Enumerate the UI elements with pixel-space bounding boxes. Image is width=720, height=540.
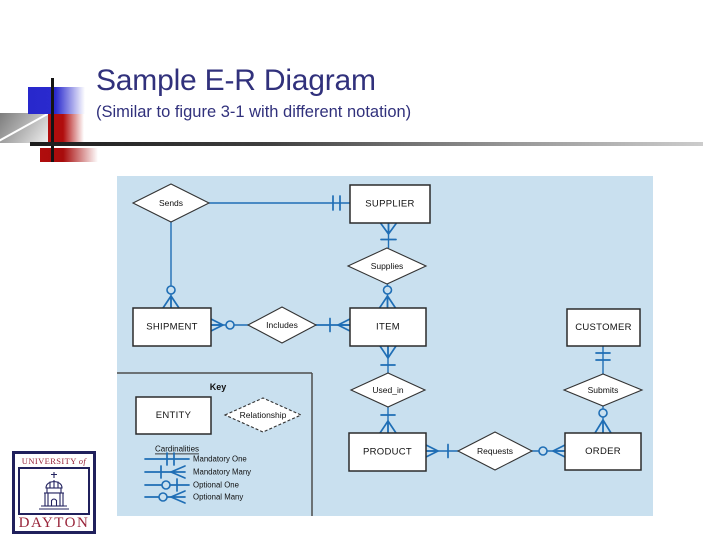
- cardinality-mandatory-one: Mandatory One: [144, 452, 247, 466]
- connector-submits-order: [594, 406, 612, 434]
- key-relationship-sample: Relationship: [223, 397, 303, 433]
- relationship-includes: Includes: [246, 306, 318, 344]
- optional-circle-icon: [158, 492, 168, 502]
- relationship-supplies: Supplies: [346, 247, 428, 285]
- crowfoot-icon: [170, 490, 186, 504]
- entity-supplier: SUPPLIER: [349, 184, 431, 224]
- entity-item: ITEM: [349, 307, 427, 347]
- svg-text:SUPPLIER: SUPPLIER: [365, 199, 414, 210]
- svg-text:Supplies: Supplies: [371, 261, 404, 271]
- decoration-gray-square: [0, 113, 48, 143]
- connector-supplier-supplies: [379, 222, 398, 248]
- connector-sends-shipment: [162, 222, 180, 309]
- svg-text:Submits: Submits: [588, 385, 619, 395]
- entity-product: PRODUCT: [348, 432, 427, 472]
- svg-text:Requests: Requests: [477, 446, 513, 456]
- connector-customer-submits: [595, 346, 611, 374]
- optional-circle-icon: [382, 285, 393, 295]
- crowfoot-icon: [425, 444, 439, 458]
- crowfoot-icon: [210, 318, 224, 332]
- cardinality-mandatory-many: Mandatory Many: [144, 465, 251, 479]
- crowfoot-icon: [170, 465, 186, 479]
- logo-emblem-frame: [18, 467, 90, 515]
- connector-item-usedin: [379, 345, 397, 373]
- svg-text:Used_in: Used_in: [372, 385, 403, 395]
- crowfoot-icon: [379, 420, 397, 434]
- svg-text:Includes: Includes: [266, 320, 298, 330]
- svg-text:SHIPMENT: SHIPMENT: [146, 322, 198, 333]
- crowfoot-icon: [337, 318, 351, 332]
- optional-circle-icon: [225, 320, 235, 330]
- slide-subtitle: (Similar to figure 3-1 with different no…: [96, 103, 412, 121]
- entity-customer: CUSTOMER: [566, 308, 641, 347]
- decoration-red-square: [48, 114, 84, 142]
- relationship-submits: Submits: [562, 373, 644, 407]
- crowfoot-icon: [162, 295, 180, 309]
- entity-order: ORDER: [564, 432, 642, 471]
- crowfoot-icon: [594, 419, 612, 434]
- svg-text:Mandatory One: Mandatory One: [193, 455, 247, 464]
- cardinality-optional-one: Optional One: [144, 478, 239, 492]
- svg-text:Mandatory Many: Mandatory Many: [193, 468, 251, 477]
- cardinality-optional-many: Optional Many: [144, 490, 243, 504]
- slide-title: Sample E-R Diagram: [96, 64, 376, 97]
- decoration-blue-square: [28, 87, 85, 114]
- relationship-sends: Sends: [131, 183, 211, 223]
- key-section: Key ENTITY Relationship Cardinalities Ma…: [117, 372, 313, 516]
- optional-circle-icon: [166, 285, 176, 295]
- optional-circle-icon: [161, 480, 171, 490]
- decoration-red-square-lower: [40, 148, 98, 162]
- er-diagram: SUPPLIER SHIPMENT ITEM CUSTOMER PRODUCT …: [117, 176, 653, 516]
- svg-text:ORDER: ORDER: [585, 446, 621, 457]
- mandatory-one-icon: [332, 195, 341, 211]
- relationship-requests: Requests: [456, 431, 534, 471]
- mandatory-one-icon: [166, 452, 175, 466]
- svg-text:ITEM: ITEM: [376, 322, 400, 333]
- crowfoot-icon: [378, 295, 397, 309]
- logo-bottom-text: DAYTON: [18, 515, 90, 531]
- crowfoot-icon: [379, 222, 398, 235]
- title-divider-line: [30, 142, 703, 146]
- key-title: Key: [210, 382, 227, 392]
- connector-includes-item: [315, 317, 351, 333]
- svg-text:Optional Many: Optional Many: [193, 493, 243, 502]
- connector-supplies-item: [378, 284, 397, 309]
- connector-sends-supplier: [209, 195, 350, 211]
- connector-product-requests: [425, 443, 458, 459]
- relationship-used-in: Used_in: [349, 372, 427, 408]
- svg-text:Relationship: Relationship: [240, 410, 287, 420]
- mandatory-one-icon: [595, 352, 611, 361]
- connector-usedin-product: [379, 407, 397, 434]
- decoration-diagonal-streak: [0, 113, 48, 143]
- decoration-vertical-line: [51, 78, 54, 162]
- svg-text:PRODUCT: PRODUCT: [363, 447, 412, 458]
- connector-shipment-includes: [210, 318, 248, 332]
- optional-circle-icon: [598, 408, 608, 418]
- optional-circle-icon: [538, 446, 548, 456]
- svg-text:Sends: Sends: [159, 198, 183, 208]
- crowfoot-icon: [379, 345, 397, 359]
- crowfoot-icon: [552, 444, 566, 458]
- connector-requests-order: [532, 444, 566, 458]
- key-entity-sample: ENTITY: [135, 396, 212, 435]
- entity-shipment: SHIPMENT: [132, 307, 212, 347]
- svg-text:ENTITY: ENTITY: [156, 410, 192, 421]
- chapel-icon: [39, 472, 69, 510]
- svg-text:Optional One: Optional One: [193, 481, 239, 490]
- cardinalities-title: Cardinalities: [155, 445, 199, 454]
- svg-text:CUSTOMER: CUSTOMER: [575, 322, 632, 333]
